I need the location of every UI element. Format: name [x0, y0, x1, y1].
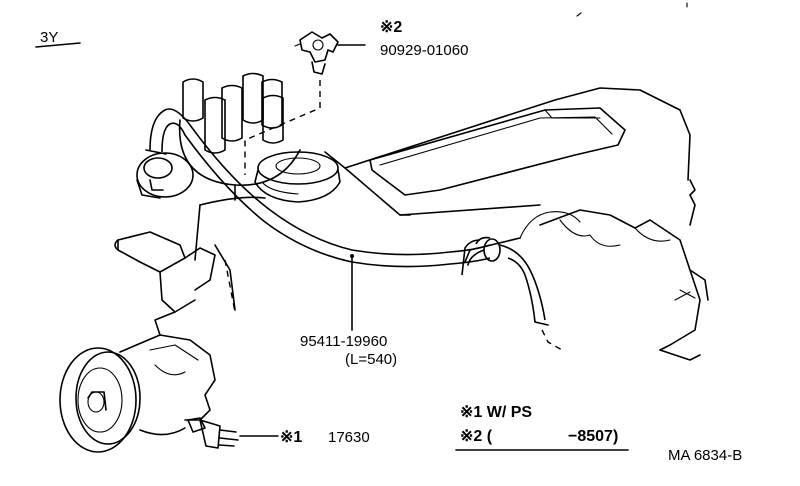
switch-part-number: 17630	[328, 429, 370, 446]
engine-block	[114, 87, 709, 361]
pressure-switch	[187, 417, 279, 449]
speck-1	[576, 12, 582, 17]
hose-length: (L=540)	[345, 351, 397, 368]
vsv-valve	[294, 31, 366, 75]
vacuum-hose	[145, 108, 563, 351]
legend-note-2-value: −8507)	[568, 428, 618, 445]
model-underline	[35, 42, 81, 48]
diagram-code: MA 6834-B	[668, 447, 742, 464]
vsv-part-number: 90929-01060	[380, 42, 468, 59]
oil-filler-cap	[254, 151, 341, 203]
model-label: 3Y	[40, 29, 58, 46]
vacuum-advance	[136, 152, 194, 199]
legend-note-2-ref: ※2 (	[460, 428, 493, 445]
vsv-ref: ※2	[380, 19, 402, 36]
switch-ref: ※1	[280, 429, 302, 446]
hose-leader-dot	[350, 254, 354, 258]
distributor	[178, 72, 321, 201]
hose-part-number: 95411-19960	[300, 333, 387, 350]
legend-note-1: ※1 W/ PS	[460, 404, 532, 421]
legend: ※1 W/ PS ※2 ( −8507)	[455, 404, 629, 451]
